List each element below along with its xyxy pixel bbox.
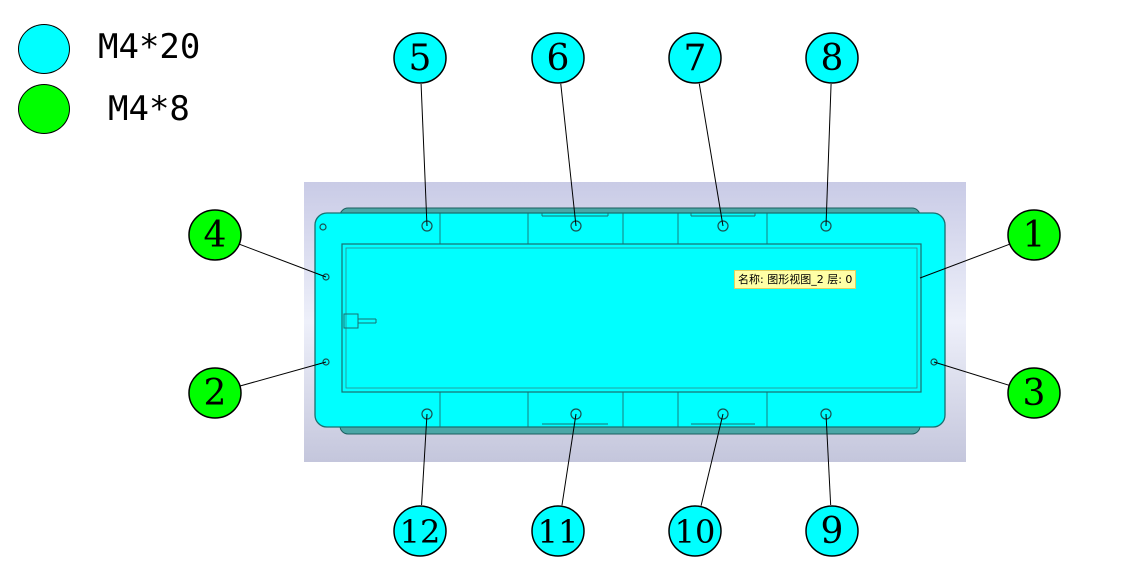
leader-line-10 (700, 413, 724, 506)
callout-bubble-12: 12 (393, 505, 447, 557)
leader-line-11 (561, 413, 577, 506)
callout-number-10: 10 (675, 513, 716, 551)
leader-line-1 (919, 243, 1010, 279)
callout-circle-10 (668, 505, 722, 557)
screw-hole-6 (570, 220, 582, 232)
callout-number-1: 1 (1023, 215, 1046, 256)
leader-line-12 (421, 413, 428, 506)
callout-number-2: 2 (204, 373, 227, 414)
callout-bubble-1: 1 (1007, 209, 1061, 261)
leader-line-2 (239, 361, 327, 387)
inner-recess-inner (345, 247, 918, 389)
leader-line-4 (239, 243, 327, 278)
callout-number-9: 9 (821, 511, 844, 552)
screw-hole-2 (322, 358, 330, 366)
callout-number-6: 6 (547, 38, 570, 79)
callout-bubble-2: 2 (188, 367, 242, 419)
callout-circle-5 (393, 32, 447, 84)
leader-line-3 (933, 361, 1010, 386)
callout-number-7: 7 (684, 38, 707, 79)
callout-bubble-5: 5 (393, 32, 447, 84)
callout-bubble-10: 10 (668, 505, 722, 557)
screw-hole-10 (717, 408, 729, 420)
latch-tab (343, 313, 377, 329)
callout-bubble-7: 7 (668, 32, 722, 84)
leader-line-5 (420, 83, 428, 227)
callout-circle-7 (668, 32, 722, 84)
callout-bubble-6: 6 (531, 32, 585, 84)
top-rib-lines (439, 213, 768, 244)
legend-swatch-m4x8 (18, 84, 70, 134)
leader-line-9 (825, 413, 832, 506)
screw-hole-7 (717, 220, 729, 232)
callout-circle-9 (805, 505, 859, 557)
callout-circle-8 (805, 32, 859, 84)
legend-swatch-m4x20 (18, 24, 70, 74)
callout-bubble-3: 3 (1007, 367, 1061, 419)
callout-bubble-4: 4 (188, 209, 242, 261)
callout-number-12: 12 (400, 513, 441, 551)
leader-line-6 (560, 83, 577, 227)
screw-hole-4 (322, 273, 330, 281)
callout-circle-1 (1007, 209, 1061, 261)
callout-bubble-11: 11 (531, 505, 585, 557)
bottom-rib-lines (439, 392, 768, 427)
legend-label-m4x20: M4*20 (98, 27, 201, 67)
callout-circle-4 (188, 209, 242, 261)
callout-circle-11 (531, 505, 585, 557)
screw-hole-3 (930, 358, 938, 366)
callout-bubble-8: 8 (805, 32, 859, 84)
callout-circle-12 (393, 505, 447, 557)
callout-circle-6 (531, 32, 585, 84)
screw-hole-11 (570, 408, 582, 420)
legend-label-m4x8: M4*8 (108, 89, 190, 129)
leader-line-7 (698, 83, 724, 227)
callout-number-5: 5 (409, 38, 432, 79)
callout-circle-2 (188, 367, 242, 419)
leader-line-8 (825, 83, 832, 227)
corner-hole (319, 223, 327, 231)
callout-number-3: 3 (1023, 373, 1046, 414)
callout-bubble-9: 9 (805, 505, 859, 557)
callout-circle-3 (1007, 367, 1061, 419)
callout-number-11: 11 (538, 513, 579, 551)
view-name-tooltip: 名称: 图形视图_2 层: 0 (734, 270, 857, 289)
callout-number-8: 8 (821, 38, 844, 79)
callout-number-4: 4 (204, 215, 227, 256)
